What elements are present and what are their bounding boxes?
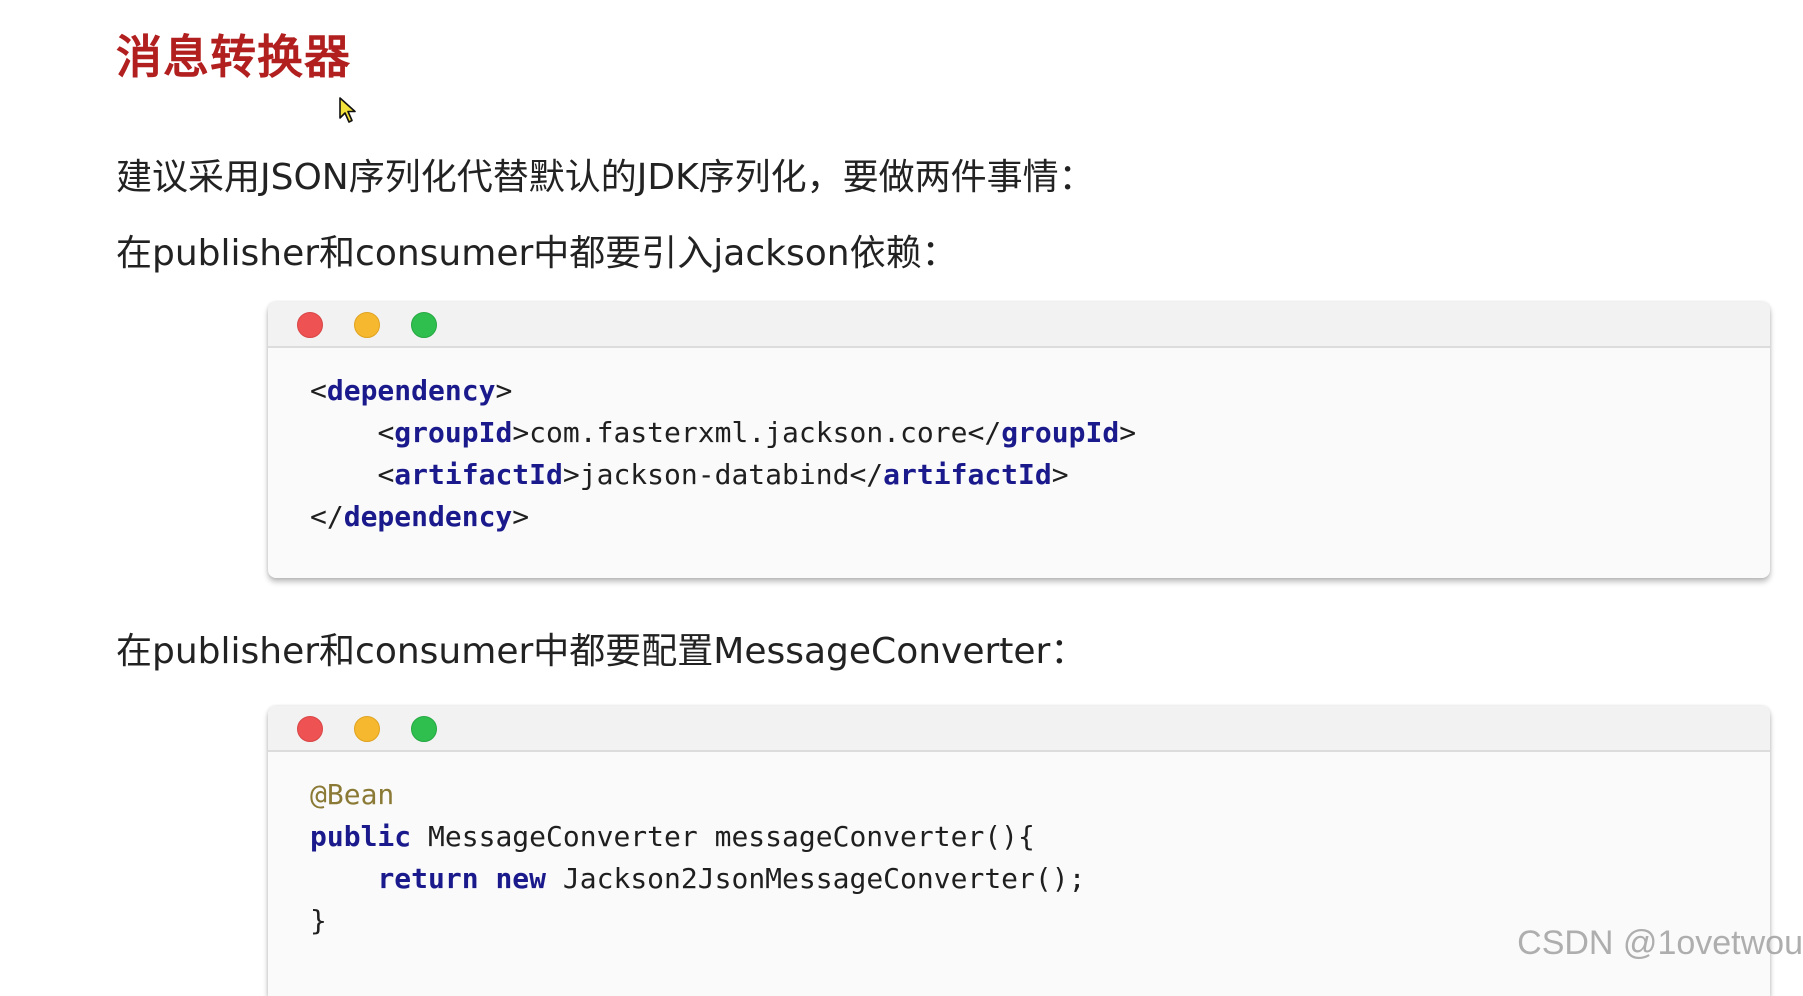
code-line: <artifactId>jackson-databind</artifactId… — [377, 458, 1069, 491]
dependency-paragraph: 在publisher和consumer中都要引入jackson依赖： — [116, 233, 958, 274]
window-maximize-dot-icon — [411, 716, 437, 742]
intro-paragraph: 建议采用JSON序列化代替默认的JDK序列化，要做两件事情： — [116, 157, 1095, 198]
code-window-dependency: <dependency> <groupId>com.fasterxml.jack… — [268, 302, 1770, 578]
code-line: </dependency> — [310, 500, 530, 533]
converter-paragraph: 在publisher和consumer中都要配置MessageConverter… — [116, 631, 1087, 672]
window-minimize-dot-icon — [354, 312, 380, 338]
code-window-titlebar — [268, 302, 1770, 348]
watermark: CSDN @1ovetwou — [1517, 924, 1803, 962]
window-minimize-dot-icon — [354, 716, 380, 742]
code-annotation: @Bean — [310, 778, 395, 811]
window-close-dot-icon — [297, 716, 323, 742]
code-line: public MessageConverter messageConverter… — [310, 820, 1035, 853]
code-line: <dependency> — [310, 374, 513, 407]
window-close-dot-icon — [297, 312, 323, 338]
page-title: 消息转换器 — [116, 30, 351, 84]
code-line: } — [310, 904, 327, 937]
code-window-converter: @Bean public MessageConverter messageCon… — [268, 706, 1770, 996]
code-line: <groupId>com.fasterxml.jackson.core</gro… — [377, 416, 1137, 449]
code-block-java: @Bean public MessageConverter messageCon… — [310, 774, 1085, 942]
window-maximize-dot-icon — [411, 312, 437, 338]
code-block-xml: <dependency> <groupId>com.fasterxml.jack… — [310, 370, 1136, 538]
code-line: return new Jackson2JsonMessageConverter(… — [377, 862, 1086, 895]
mouse-pointer-icon — [339, 97, 356, 123]
code-window-titlebar — [268, 706, 1770, 752]
